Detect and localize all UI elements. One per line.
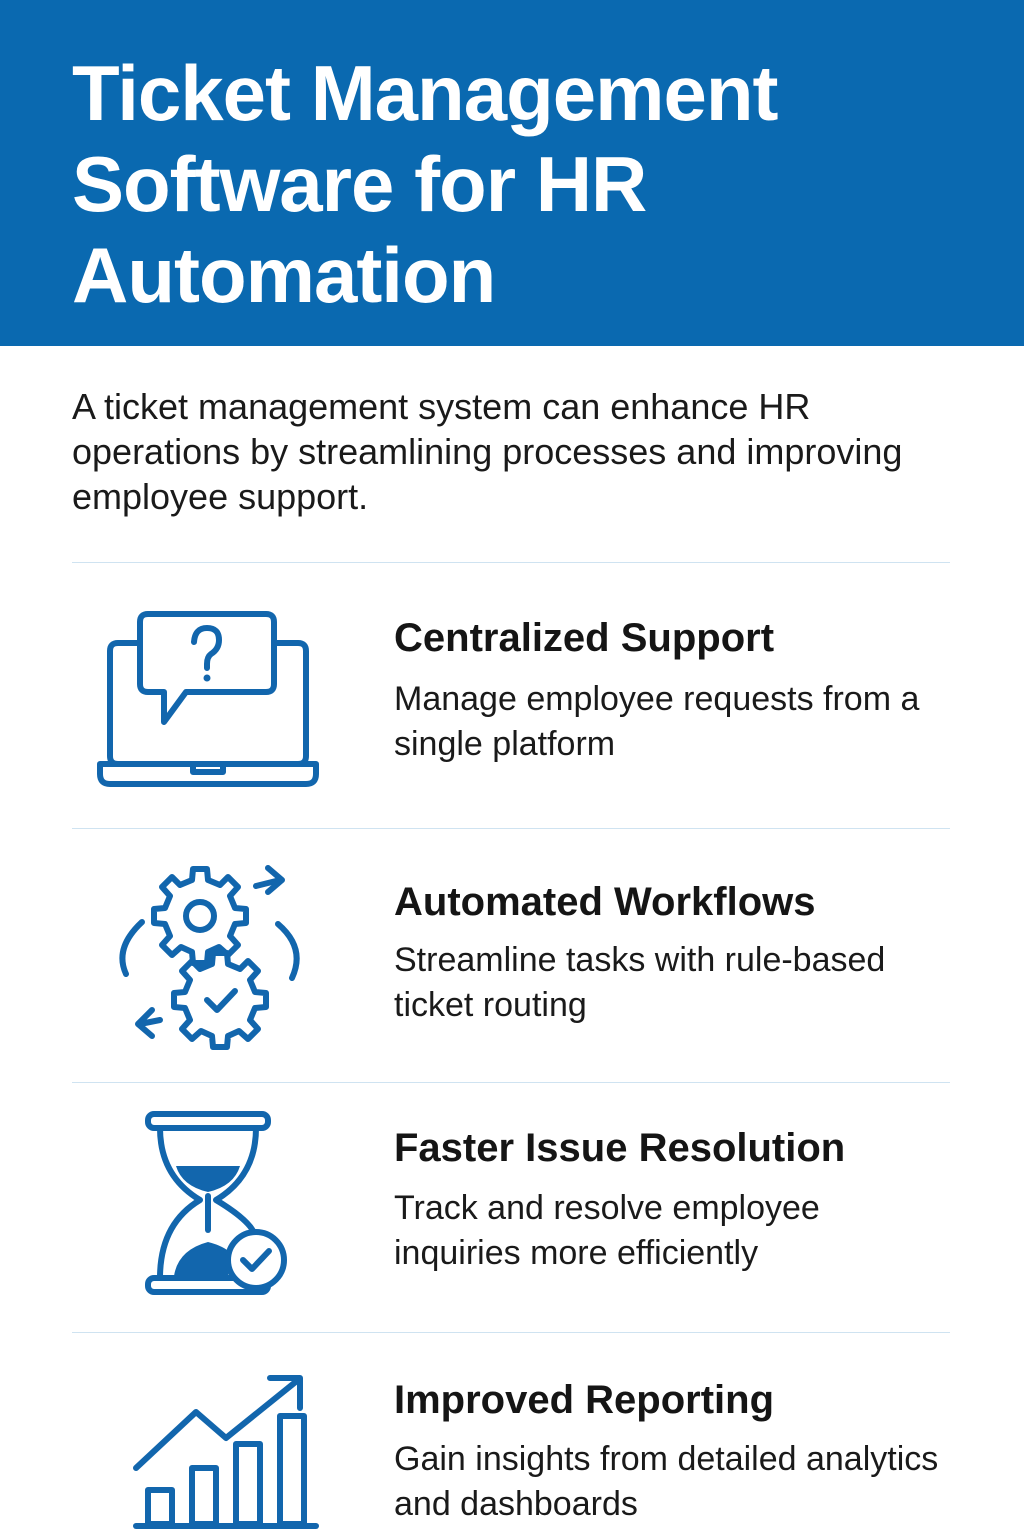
divider xyxy=(72,1332,950,1333)
feature-description: Gain insights from detailed analytics an… xyxy=(394,1440,939,1523)
feature-description: Streamline tasks with rule-based ticket … xyxy=(394,941,886,1024)
header-banner: Ticket Management Software for HR Automa… xyxy=(0,0,1024,346)
gears-cycle-icon xyxy=(119,865,300,1050)
divider xyxy=(72,828,950,829)
divider xyxy=(72,562,950,563)
feature-title: Centralized Support xyxy=(394,616,775,660)
feature-description: Manage employee requests from a single p… xyxy=(394,680,920,763)
hourglass-check-icon xyxy=(145,1111,287,1295)
feature-description: Track and resolve employee inquiries mor… xyxy=(394,1189,820,1272)
growth-chart-icon xyxy=(133,1375,319,1529)
laptop-question-icon xyxy=(97,611,319,787)
feature-title: Faster Issue Resolution xyxy=(394,1126,846,1170)
intro-text: A ticket management system can enhance H… xyxy=(72,386,903,517)
feature-title: Automated Workflows xyxy=(394,880,816,924)
divider xyxy=(72,1082,950,1083)
page-title: Ticket Management Software for HR Automa… xyxy=(72,49,778,319)
feature-title: Improved Reporting xyxy=(394,1378,775,1422)
